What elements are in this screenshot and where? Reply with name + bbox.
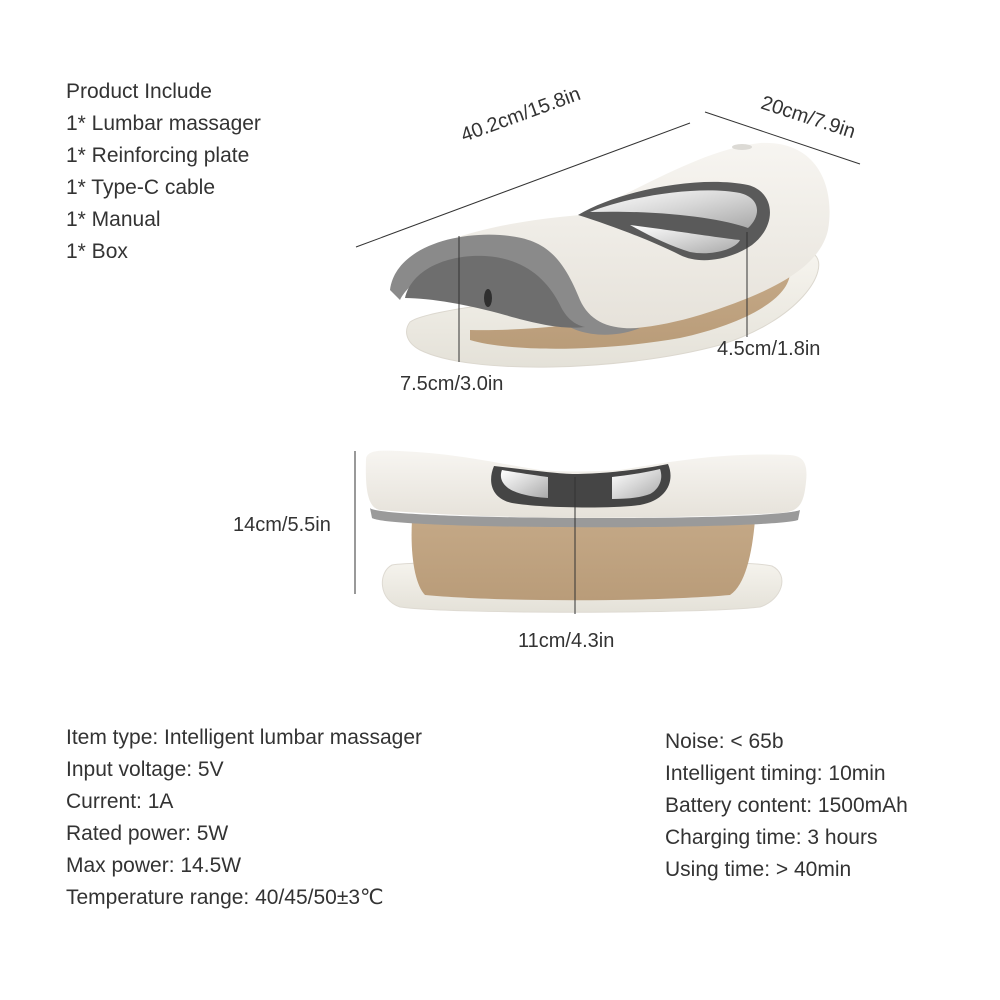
- spec-charging-time: Charging time: 3 hours: [665, 826, 878, 849]
- package-item: 1* Lumbar massager: [66, 112, 261, 135]
- spec-temperature-range: Temperature range: 40/45/50±3℃: [66, 886, 384, 909]
- package-contents-title: Product Include: [66, 80, 212, 103]
- spec-input-voltage: Input voltage: 5V: [66, 758, 224, 781]
- package-item: 1* Reinforcing plate: [66, 144, 250, 167]
- center-height-label: 4.5cm/1.8in: [717, 338, 821, 360]
- package-item: 1* Manual: [66, 208, 161, 231]
- specs-right-column: Noise: < 65b Intelligent timing: 10min B…: [665, 726, 908, 886]
- spec-intelligent-timing: Intelligent timing: 10min: [665, 762, 886, 785]
- front-view: [354, 450, 807, 614]
- side-height-label: 7.5cm/3.0in: [400, 373, 504, 395]
- specs-left-column: Item type: Intelligent lumbar massager I…: [66, 722, 422, 914]
- package-item: 1* Box: [66, 240, 128, 263]
- spec-using-time: Using time: > 40min: [665, 858, 852, 881]
- spec-rated-power: Rated power: 5W: [66, 822, 229, 845]
- width-dimension-line: [704, 111, 861, 165]
- spec-battery-content: Battery content: 1500mAh: [665, 794, 908, 817]
- perspective-view: [355, 111, 861, 368]
- front-height-label: 14cm/5.5in: [233, 514, 331, 536]
- spec-max-power: Max power: 14.5W: [66, 854, 242, 877]
- package-item: 1* Type-C cable: [66, 176, 216, 199]
- spec-item-type: Item type: Intelligent lumbar massager: [66, 726, 422, 749]
- length-dimension-line: [355, 122, 691, 248]
- front-depth-label: 11cm/4.3in: [518, 630, 615, 652]
- package-contents: Product Include 1* Lumbar massager 1* Re…: [66, 76, 261, 268]
- power-button-icon: [732, 144, 752, 150]
- spec-noise: Noise: < 65b: [665, 730, 784, 753]
- spec-current: Current: 1A: [66, 790, 174, 813]
